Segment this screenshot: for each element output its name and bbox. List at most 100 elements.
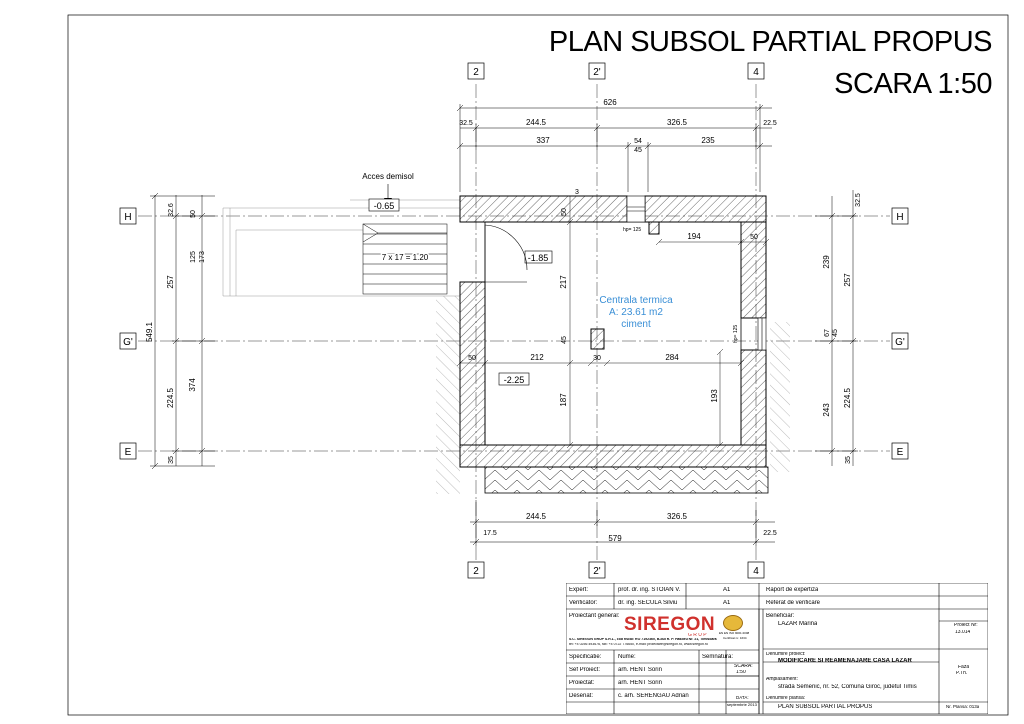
dim-left-c: 125	[190, 251, 197, 263]
dim-top-d: 22.5	[763, 120, 777, 127]
svg-text:2': 2'	[593, 67, 601, 78]
dimension-lines-top	[456, 104, 772, 192]
sheet-border	[67, 14, 1009, 716]
svg-text:G': G'	[895, 337, 905, 348]
dim-right-c: 257	[843, 273, 852, 287]
spec-label: Specificatie:	[569, 654, 602, 660]
room-name: Centrala termica	[599, 295, 673, 306]
chief-label: Sef Proiect:	[569, 667, 601, 673]
dim-in-b: 50	[561, 208, 568, 216]
access-label: Acces demisol	[362, 172, 414, 181]
sheet-no: Nr. Plansa: 013a	[946, 705, 980, 709]
dim-right-b: 239	[822, 255, 831, 269]
cert-no: Certificat nr. 1634	[723, 637, 747, 640]
dim-bottom-a: 244.5	[526, 512, 547, 521]
title-block-grid	[566, 583, 988, 714]
dim-left-h: 35	[168, 456, 175, 464]
designed-name: arh. HENT Sorin	[618, 680, 662, 686]
dim-right-g: 224.5	[843, 387, 852, 408]
svg-text:2: 2	[473, 566, 479, 577]
name-label: Nume:	[618, 654, 636, 660]
designer-label: Proiectant general:	[569, 613, 620, 619]
grid-bubble-E-right: E	[891, 442, 909, 460]
dim-bottom-d: 22.5	[763, 530, 777, 537]
dim-in-j: 212	[530, 353, 544, 362]
dim-in-e: 50	[750, 234, 758, 241]
svg-text:4: 4	[753, 67, 759, 78]
beneficiary-label: Beneficiar:	[766, 613, 795, 619]
svg-text:2': 2'	[593, 566, 601, 577]
grid-bubble-H-right: H	[891, 207, 909, 225]
location-label: Amplasament:	[766, 677, 798, 682]
dim-left-f: 374	[188, 378, 197, 392]
dim-in-g: 187	[559, 393, 568, 407]
svg-text:H: H	[124, 212, 131, 223]
sheet-name-label: Denumire plansa:	[766, 696, 806, 701]
project-name-label: Denumire proiect:	[766, 652, 806, 657]
drawn-name: c. arh. SERENGAU Adrian	[618, 693, 689, 699]
lintel-top: hp= 125	[623, 227, 641, 233]
level-tag-3	[498, 372, 530, 386]
location-value: strada Semenic, nr. 52, Comuna Giroc, ju…	[778, 684, 917, 690]
dim-top-a: 32.5	[459, 120, 473, 127]
dim-in-d: 194	[687, 232, 701, 241]
beneficiary-name: LAZAR Marina	[778, 621, 818, 627]
dim-top-b: 244.5	[526, 118, 547, 127]
level-tag-1	[368, 198, 400, 212]
dim-in-k: 30	[593, 355, 601, 362]
door	[460, 224, 528, 283]
dim-left-a: 32.6	[168, 203, 175, 217]
dim-left-d: 173	[199, 251, 206, 263]
room-outline	[484, 221, 742, 446]
project-name: MODIFICARE SI REAMENAJARE CASA LAZAR	[778, 658, 912, 664]
report-expertiza: Raport de expertiza	[766, 587, 819, 593]
dimension-lines-right	[815, 190, 858, 466]
dim-left-total: 549.1	[145, 321, 154, 342]
grid-bubble-H-left: H	[119, 207, 137, 225]
req-a1-2: A1	[723, 600, 731, 606]
company-info: S.C. SIREGON GRUP S.R.L., cod fiscal: RO…	[569, 638, 717, 641]
grid-bubble-2prime-top: 2'	[588, 62, 606, 80]
project-no: 13.014	[955, 630, 971, 635]
drawn-label: Desenat:	[569, 693, 594, 699]
date-value: septembrie 2013	[727, 703, 757, 707]
dim-in-c: 217	[559, 275, 568, 289]
dim-top-g: 45	[634, 147, 642, 154]
dim-top-e: 337	[536, 136, 550, 145]
dim-bottom-total: 579	[608, 534, 622, 543]
svg-text:G': G'	[123, 337, 133, 348]
svg-text:-0.65: -0.65	[374, 201, 395, 211]
grid-bubble-E-left: E	[119, 442, 137, 460]
verifier-label: Verificator:	[569, 600, 598, 606]
dim-in-f: 45	[561, 336, 568, 344]
grid-bubble-4-bottom: 4	[747, 561, 765, 579]
dim-left-e: 257	[166, 275, 175, 289]
dim-right-h: 35	[845, 456, 852, 464]
project-no-label: Proiect Nr:	[954, 623, 978, 628]
ground-hatch	[436, 296, 790, 494]
certification-badge-icon	[723, 615, 743, 631]
phase-label: Faza	[958, 665, 970, 670]
slab-strip	[484, 466, 769, 494]
grid-bubble-2prime-bottom: 2'	[588, 561, 606, 579]
grid-bubble-2-top: 2	[467, 62, 485, 80]
sheet-name: PLAN SUBSOL PARTIAL PROPUS	[778, 704, 873, 710]
svg-text:4: 4	[753, 566, 759, 577]
dim-top-h: 235	[701, 136, 715, 145]
dim-right-d: 67	[824, 329, 831, 337]
window-top	[626, 195, 646, 223]
interior-dims	[456, 196, 770, 449]
verifier-name: dr. ing. SECULA Silviu	[618, 600, 678, 606]
expert-name: prof. dr. ing. STOIAN V.	[618, 587, 681, 593]
svg-text:-1.85: -1.85	[528, 253, 549, 263]
company-logo-sub: G R U P	[688, 633, 707, 638]
dimension-lines-bottom	[470, 500, 775, 546]
dim-right-f: 243	[822, 403, 831, 417]
phase-value: P.Th.	[956, 671, 968, 676]
exterior-outline	[222, 199, 460, 297]
req-a1-1: A1	[723, 587, 731, 593]
cert-badge: EN EN ISO 9001:2008	[719, 632, 750, 635]
dim-in-h: 193	[710, 389, 719, 403]
